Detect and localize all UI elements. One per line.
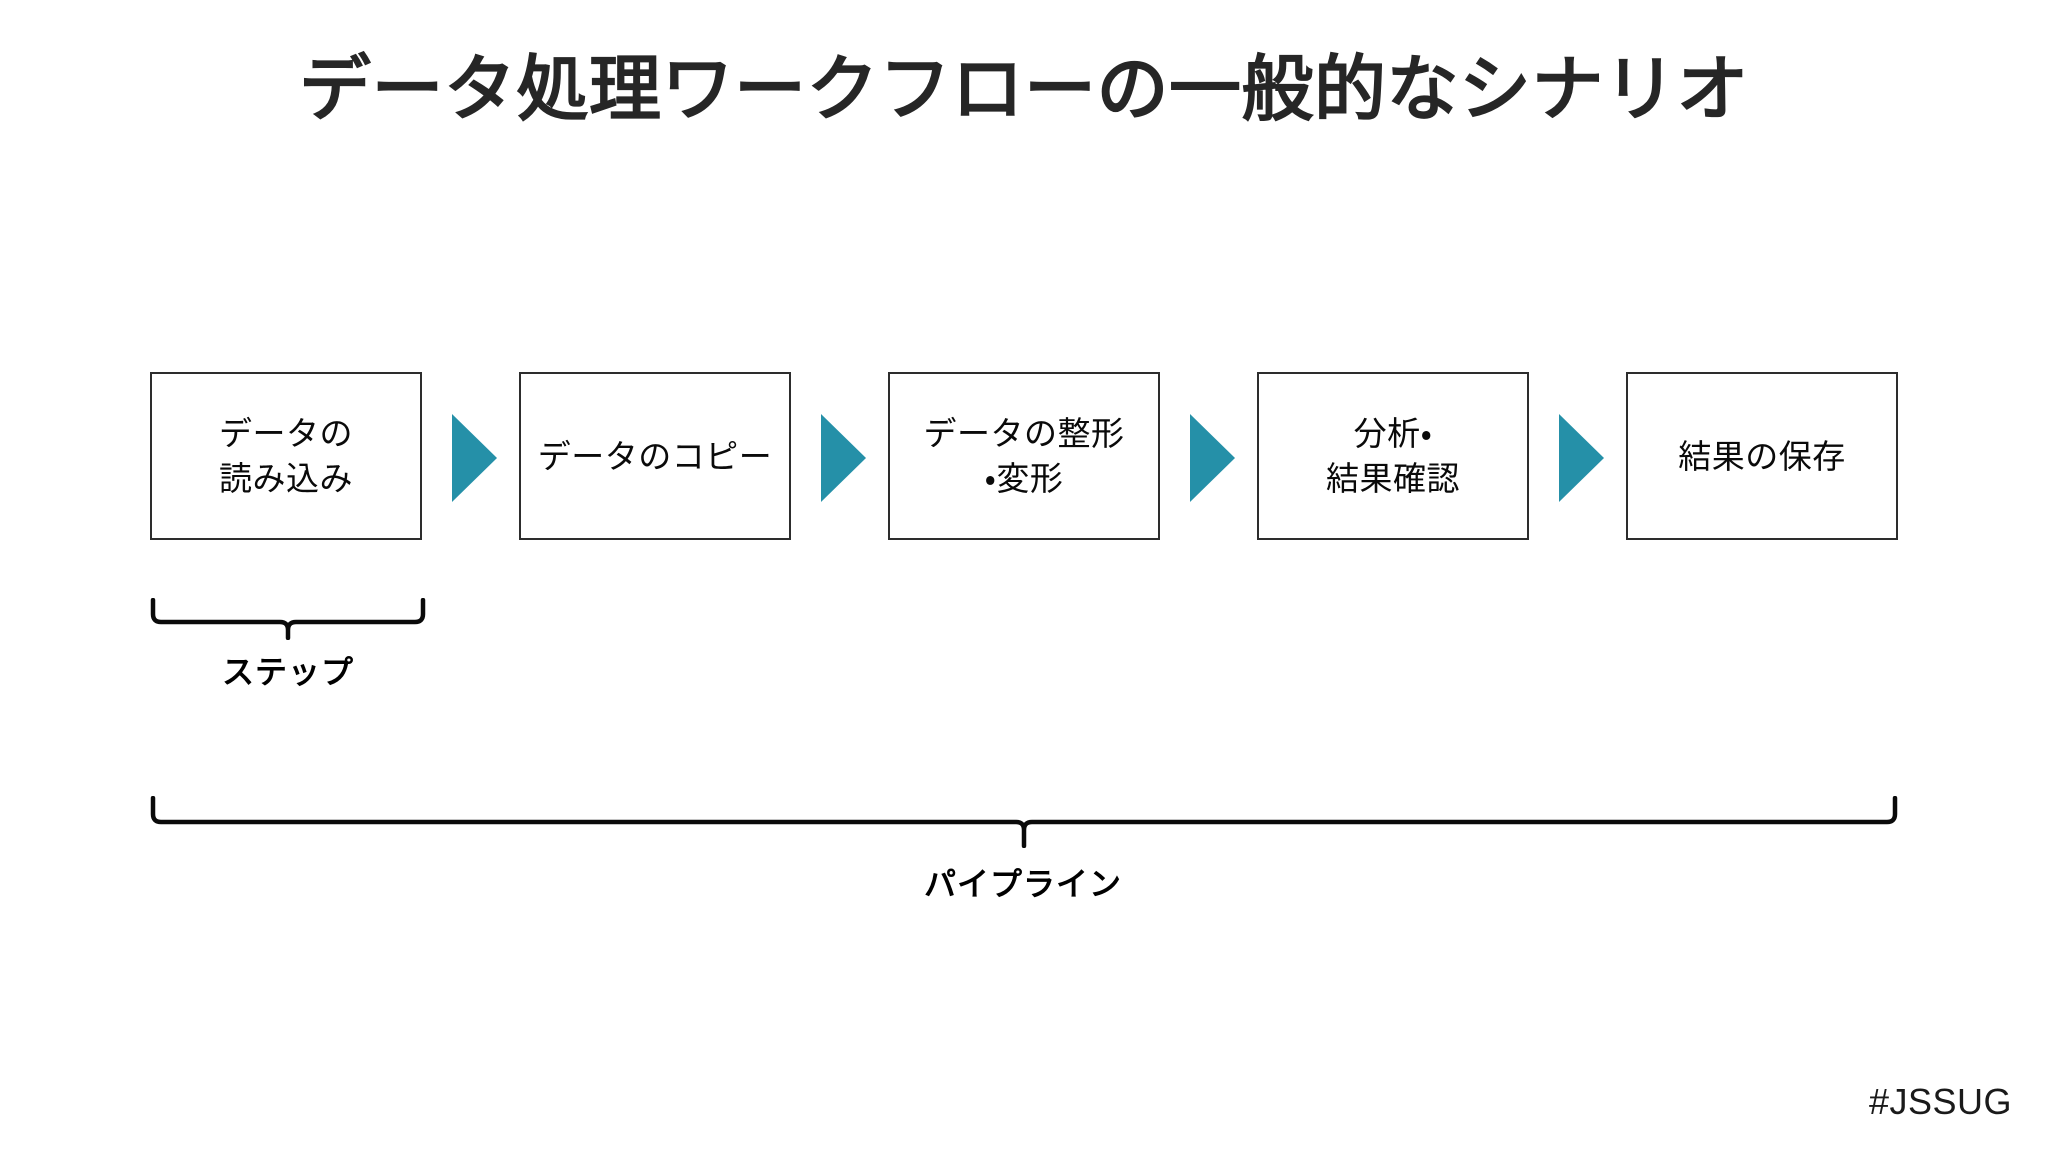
flow-arrow-right-icon-1 bbox=[452, 414, 497, 502]
flow-step-box-5[interactable]: 結果の保存 bbox=[1626, 372, 1898, 540]
pipeline-bracket-label: パイプライン bbox=[923, 866, 1122, 902]
flow-step-box-2[interactable]: データのコピー bbox=[519, 372, 791, 540]
flow-step-label-4: 分析・ 結果確認 bbox=[1326, 415, 1460, 497]
footer-hashtag: #JSSUG bbox=[1868, 1081, 2012, 1122]
step-bracket-label: ステップ bbox=[221, 654, 354, 690]
flow-step-box-3[interactable]: データの整形 ・変形 bbox=[888, 372, 1160, 540]
flow-step-label-2: データのコピー bbox=[537, 437, 773, 475]
flow-step-label-1: データの 読み込み bbox=[219, 415, 353, 497]
workflow-flow-row: データの 読み込み データのコピー データの整形 ・変形 bbox=[150, 372, 1898, 542]
page-title: データ処理ワークフローの一般的なシナリオ bbox=[298, 50, 1749, 130]
flow-arrow-right-icon-3 bbox=[1190, 414, 1235, 502]
step-bracket bbox=[150, 598, 426, 640]
flow-arrow-right-icon-4 bbox=[1559, 414, 1604, 502]
pipeline-bracket bbox=[150, 796, 1898, 848]
flow-step-box-1[interactable]: データの 読み込み bbox=[150, 372, 422, 540]
flow-step-label-3: データの整形 ・変形 bbox=[923, 415, 1125, 497]
flow-step-label-5: 結果の保存 bbox=[1678, 437, 1846, 475]
flow-arrow-right-icon-2 bbox=[821, 414, 866, 502]
flow-step-box-4[interactable]: 分析・ 結果確認 bbox=[1257, 372, 1529, 540]
